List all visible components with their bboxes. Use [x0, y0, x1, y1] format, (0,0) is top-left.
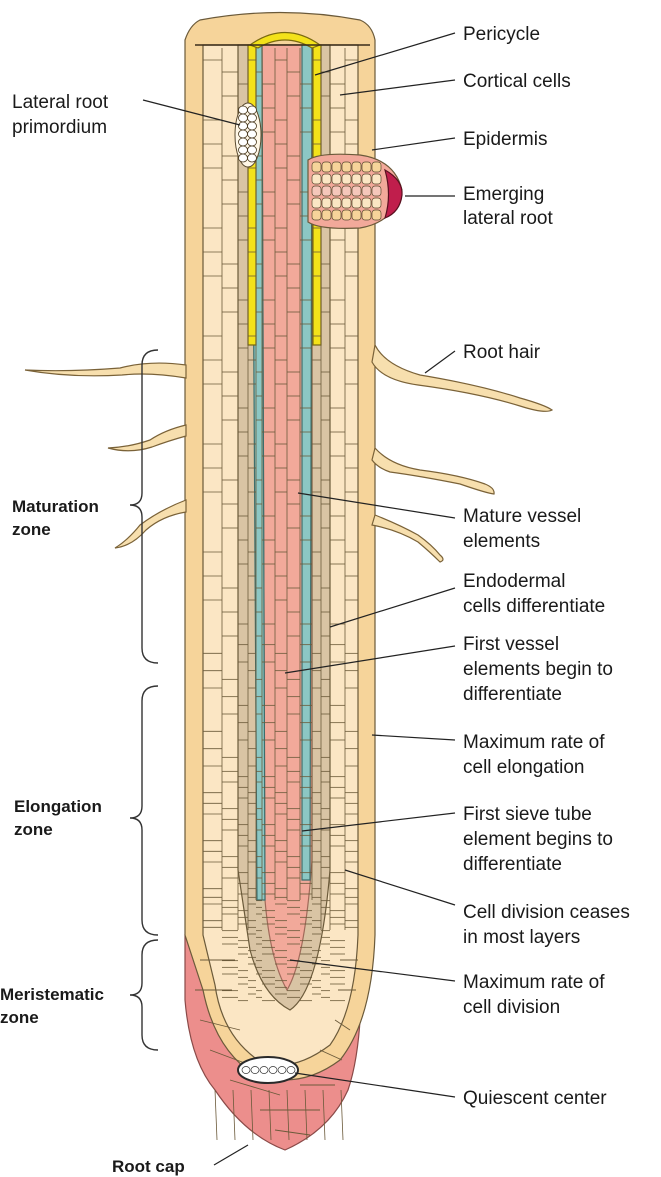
elongation-brace [130, 686, 158, 935]
label-mature-vessel-1: Mature vessel [463, 506, 581, 527]
label-max-division-1: Maximum rate of [463, 972, 605, 993]
label-pericycle: Pericycle [463, 24, 540, 45]
root-hair [372, 448, 494, 494]
label-endodermal-1: Endodermal [463, 571, 565, 592]
meristematic-brace [130, 940, 158, 1050]
lateral-root-primordium [235, 103, 261, 167]
label-emerging-lateral-root-2: lateral root [463, 208, 553, 229]
label-division-ceases-1: Cell division ceases [463, 902, 630, 923]
label-root-cap: Root cap [112, 1157, 185, 1176]
root-hair [372, 515, 443, 562]
label-first-vessel-1: First vessel [463, 634, 559, 655]
label-quiescent-center: Quiescent center [463, 1088, 607, 1109]
label-first-vessel-3: differentiate [463, 684, 562, 705]
label-elongation-zone-2: zone [14, 820, 53, 839]
label-max-division-2: cell division [463, 997, 560, 1018]
label-first-vessel-2: elements begin to [463, 659, 613, 680]
label-endodermal-2: cells differentiate [463, 596, 605, 617]
label-lateral-root-primordium-2: primordium [12, 117, 107, 138]
label-emerging-lateral-root-1: Emerging [463, 184, 544, 205]
label-epidermis: Epidermis [463, 129, 547, 150]
pericycle-left [248, 45, 256, 345]
label-first-sieve-2: element begins to [463, 829, 613, 850]
label-meristematic-zone-2: zone [0, 1008, 39, 1027]
label-max-elongation-2: cell elongation [463, 757, 584, 778]
label-cortical-cells: Cortical cells [463, 71, 571, 92]
label-maturation-zone-1: Maturation [12, 497, 99, 516]
emerging-lateral-root [308, 154, 402, 228]
right-labels: Pericycle Cortical cells Epidermis Emerg… [463, 24, 630, 1109]
label-meristematic-zone-1: Meristematic [0, 985, 104, 1004]
zone-braces [130, 350, 158, 1050]
label-division-ceases-2: in most layers [463, 927, 580, 948]
left-labels: Lateral root primordium Maturation zone … [0, 92, 185, 1176]
root-hair [25, 363, 186, 378]
label-maturation-zone-2: zone [12, 520, 51, 539]
root-hair [115, 500, 186, 548]
label-first-sieve-1: First sieve tube [463, 804, 592, 825]
label-mature-vessel-2: elements [463, 531, 540, 552]
root-hair [108, 425, 186, 451]
quiescent-center [238, 1057, 298, 1083]
label-elongation-zone-1: Elongation [14, 797, 102, 816]
label-root-hair: Root hair [463, 342, 541, 363]
label-max-elongation-1: Maximum rate of [463, 732, 605, 753]
maturation-brace [130, 350, 158, 663]
label-lateral-root-primordium-1: Lateral root [12, 92, 109, 113]
label-first-sieve-3: differentiate [463, 854, 562, 875]
